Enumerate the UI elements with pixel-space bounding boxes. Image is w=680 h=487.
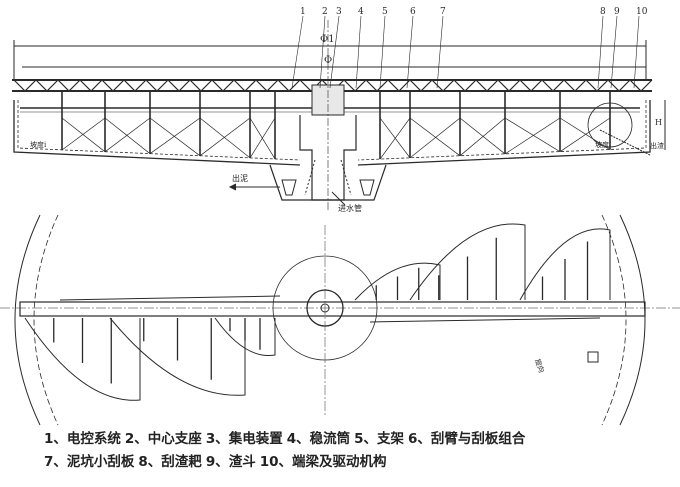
truss-member xyxy=(145,79,169,92)
truss-member xyxy=(167,79,191,92)
truss-member xyxy=(475,79,499,92)
part-number-1: 1 xyxy=(300,7,306,17)
part-number-6: 6 xyxy=(410,7,416,17)
truss-member xyxy=(453,79,477,92)
truss-member xyxy=(101,79,125,92)
legend-item: 3、集电装置 xyxy=(205,431,283,447)
scraper-blades xyxy=(24,223,611,401)
truss-member xyxy=(35,79,59,92)
legend-item: 6、刮臂与刮板组合 xyxy=(408,431,526,447)
truss-member xyxy=(13,79,37,92)
part-number-2: 2 xyxy=(322,7,328,17)
rotation-label: 旋向 xyxy=(533,358,546,374)
truss-member xyxy=(211,79,235,92)
legend-item: 8、刮渣耙 xyxy=(138,454,202,470)
scraper-arm xyxy=(409,223,526,301)
elevation-view: Φ1 Φ 出泥 进水管 出渣 H 坡度i 坡度i xyxy=(12,7,666,213)
legend-item: 7、泥坑小刮板 xyxy=(44,454,135,470)
truss-member xyxy=(189,79,213,92)
truss-member xyxy=(629,79,653,92)
truss-member xyxy=(299,79,323,92)
slope-right-label: 坡度i xyxy=(595,140,612,149)
legend-item: 2、中心支座 xyxy=(124,431,202,447)
scum-out-label: 出渣 xyxy=(650,141,664,150)
legend-item: 4、稳流筒 xyxy=(286,431,351,447)
truss-member xyxy=(123,79,147,92)
truss-member xyxy=(585,79,609,92)
dim-inner-label: Φ xyxy=(324,55,332,66)
truss-member xyxy=(255,79,279,92)
truss-member xyxy=(607,79,631,92)
legend-item: 5、支架 xyxy=(354,431,405,447)
truss-member xyxy=(365,79,389,92)
truss-member xyxy=(233,79,257,92)
slope-left-label: 坡度i xyxy=(30,140,47,149)
truss-member xyxy=(343,79,367,92)
part-number-3: 3 xyxy=(336,7,342,17)
bridge-truss xyxy=(13,79,653,92)
inlet-pipe-label: 进水管 xyxy=(338,203,362,213)
part-number-5: 5 xyxy=(382,7,388,17)
legend-item: 1、电控系统 xyxy=(44,431,121,447)
truss-member xyxy=(497,79,521,92)
truss-member xyxy=(519,79,543,92)
dim-outer-label: Φ1 xyxy=(320,34,335,45)
truss-member xyxy=(387,79,411,92)
truss-member xyxy=(563,79,587,92)
part-number-8: 8 xyxy=(600,7,606,17)
scraper-arm xyxy=(519,228,611,301)
scum-hopper xyxy=(587,351,599,363)
part-number-10: 10 xyxy=(636,7,648,17)
sludge-out-label: 出泥 xyxy=(232,173,248,183)
part-number-9: 9 xyxy=(614,7,620,17)
support-frames xyxy=(61,91,611,160)
plan-view: 旋向 xyxy=(0,214,680,426)
scraper-arm xyxy=(109,317,246,396)
truss-member xyxy=(541,79,565,92)
scraper-arm xyxy=(214,317,276,357)
legend-item: 9、渣斗 xyxy=(205,454,256,470)
legend-item: 10、端梁及驱动机构 xyxy=(259,454,387,470)
part-number-7: 7 xyxy=(440,7,446,17)
truss-member xyxy=(431,79,455,92)
truss-member xyxy=(57,79,81,92)
scraper-arm xyxy=(24,317,141,401)
height-dim-label: H xyxy=(655,118,662,127)
truss-member xyxy=(79,79,103,92)
truss-member xyxy=(277,79,301,92)
part-number-4: 4 xyxy=(358,7,364,17)
truss-member xyxy=(409,79,433,92)
